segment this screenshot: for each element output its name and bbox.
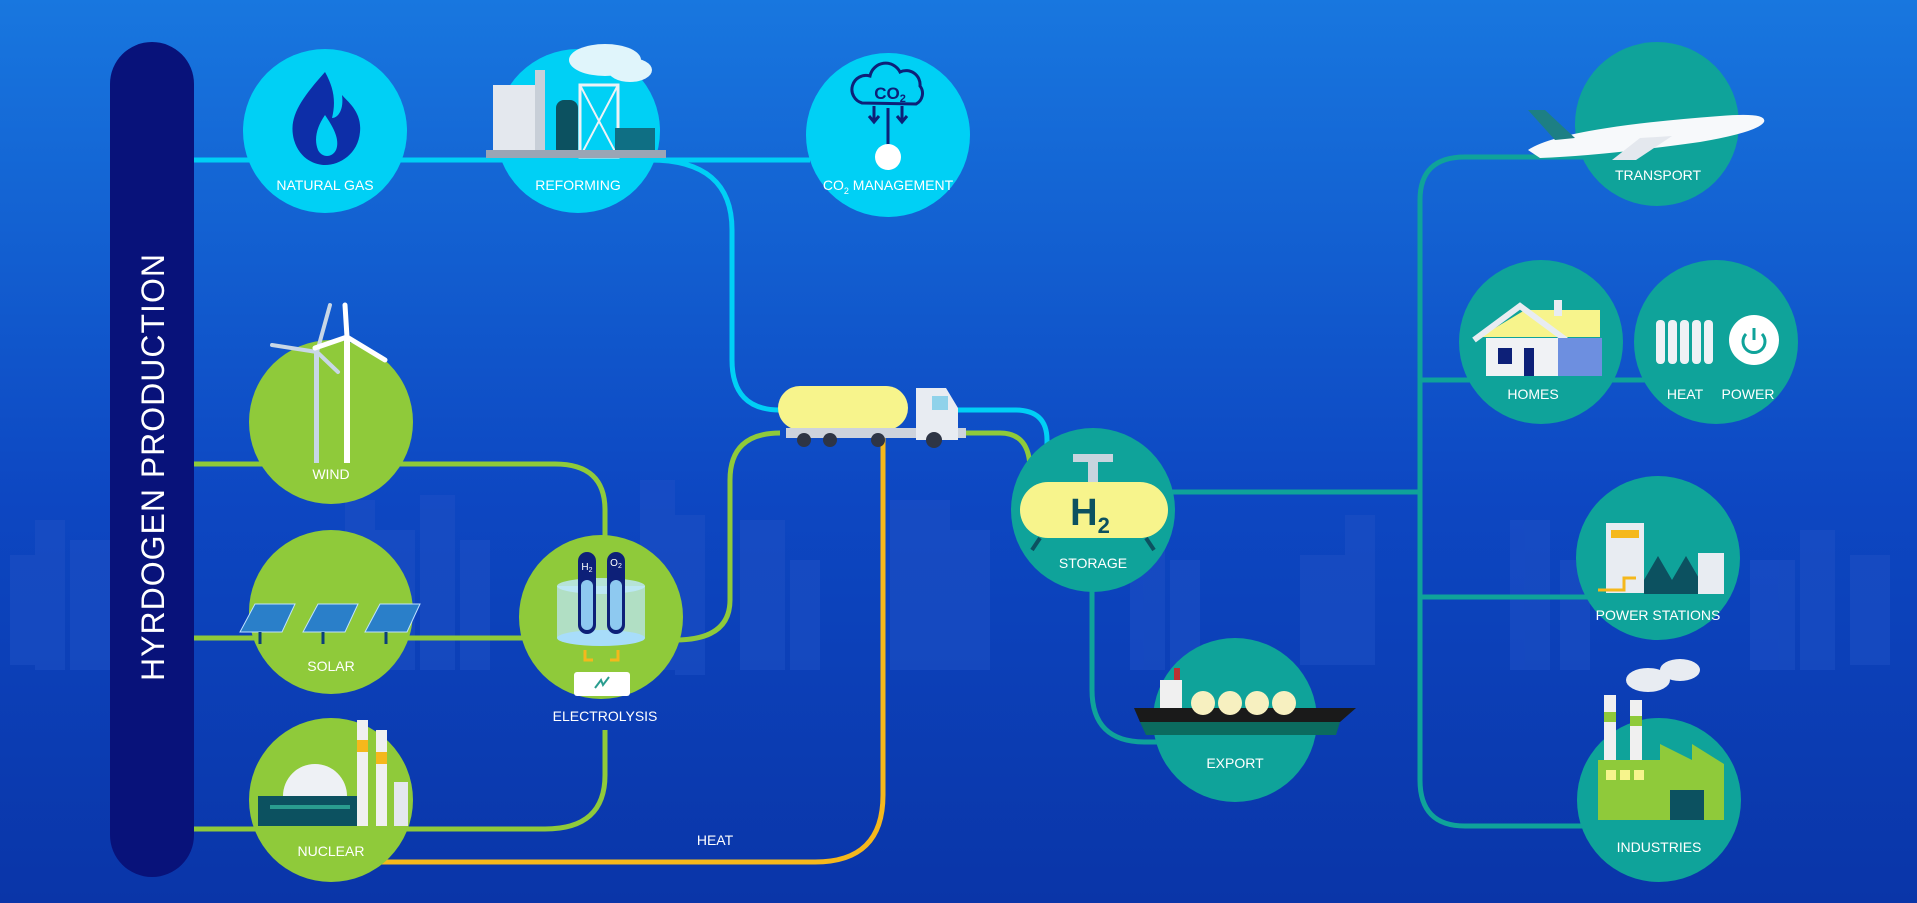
power-label: POWER: [1722, 386, 1775, 402]
svg-text:H2: H2: [1070, 492, 1110, 538]
node-electrolysis[interactable]: H2 O2 ELECTROLYSIS: [519, 535, 683, 724]
storage-label: STORAGE: [1059, 555, 1127, 571]
node-co2-management[interactable]: CO2 CO2 MANAGEMENT: [806, 53, 970, 217]
wind-turbine-icon: [270, 302, 388, 463]
node-wind[interactable]: WIND: [249, 302, 413, 504]
power-stations-label: POWER STATIONS: [1596, 607, 1721, 623]
flame-icon: [292, 72, 361, 165]
power-station-icon: [1598, 523, 1724, 594]
industries-label: INDUSTRIES: [1617, 839, 1702, 855]
svg-text:H2: H2: [581, 562, 592, 574]
node-storage[interactable]: H2 STORAGE: [1011, 428, 1175, 592]
nuclear-label: NUCLEAR: [298, 843, 365, 859]
node-power-stations[interactable]: POWER STATIONS: [1576, 476, 1740, 640]
line-truck-to-storage: [950, 407, 1050, 500]
transport-label: TRANSPORT: [1615, 167, 1702, 183]
natural-gas-label: NATURAL GAS: [276, 177, 373, 193]
node-export[interactable]: EXPORT: [1134, 638, 1356, 802]
line-wind: [190, 461, 608, 545]
node-heat-power[interactable]: HEAT POWER: [1634, 260, 1798, 424]
node-transport[interactable]: TRANSPORT: [1528, 42, 1765, 206]
node-industries[interactable]: INDUSTRIES: [1577, 659, 1741, 882]
line-reforming-to-truck: [649, 157, 781, 413]
co2-management-label: CO2 MANAGEMENT: [823, 177, 954, 196]
h2-tank-icon: H2: [1020, 454, 1168, 552]
title-bar: [110, 42, 194, 877]
factory-icon: [1598, 659, 1724, 820]
ship-icon: [1134, 668, 1356, 735]
line-storage-to-export: [1089, 580, 1170, 745]
tanker-truck-icon[interactable]: [778, 386, 966, 448]
heat-label: HEAT: [1667, 386, 1704, 402]
solar-label: SOLAR: [307, 658, 354, 674]
homes-label: HOMES: [1507, 386, 1558, 402]
node-homes[interactable]: HOMES: [1459, 260, 1623, 424]
node-solar[interactable]: SOLAR: [239, 530, 421, 694]
reforming-plant-icon: [486, 44, 666, 159]
line-nuclear: [190, 730, 608, 832]
power-button-icon: [1729, 315, 1779, 365]
line-hub-trunk: [1417, 154, 1610, 829]
wind-label: WIND: [312, 466, 349, 482]
line-electrolysis-to-truck: [674, 430, 781, 643]
heat-flow-label: HEAT: [697, 832, 734, 848]
electrolysis-label: ELECTROLYSIS: [553, 708, 658, 724]
electrolyser-icon: H2 O2: [557, 552, 645, 696]
svg-text:O2: O2: [610, 558, 622, 570]
reforming-label: REFORMING: [535, 177, 621, 193]
export-label: EXPORT: [1206, 755, 1264, 771]
nuclear-plant-icon: [258, 720, 408, 826]
node-nuclear[interactable]: NUCLEAR: [249, 718, 413, 882]
co2-cloud-icon: CO2: [850, 61, 924, 170]
node-natural-gas[interactable]: NATURAL GAS: [243, 49, 407, 213]
title: HYRDOGEN PRODUCTION: [135, 253, 171, 681]
svg-text:CO2: CO2: [874, 84, 906, 105]
line-heat: [340, 430, 886, 865]
node-reforming[interactable]: REFORMING: [486, 44, 666, 213]
house-icon: [1472, 300, 1602, 376]
radiator-icon: [1656, 320, 1713, 364]
airplane-icon: [1528, 110, 1765, 160]
solar-panel-icon: [239, 603, 421, 644]
